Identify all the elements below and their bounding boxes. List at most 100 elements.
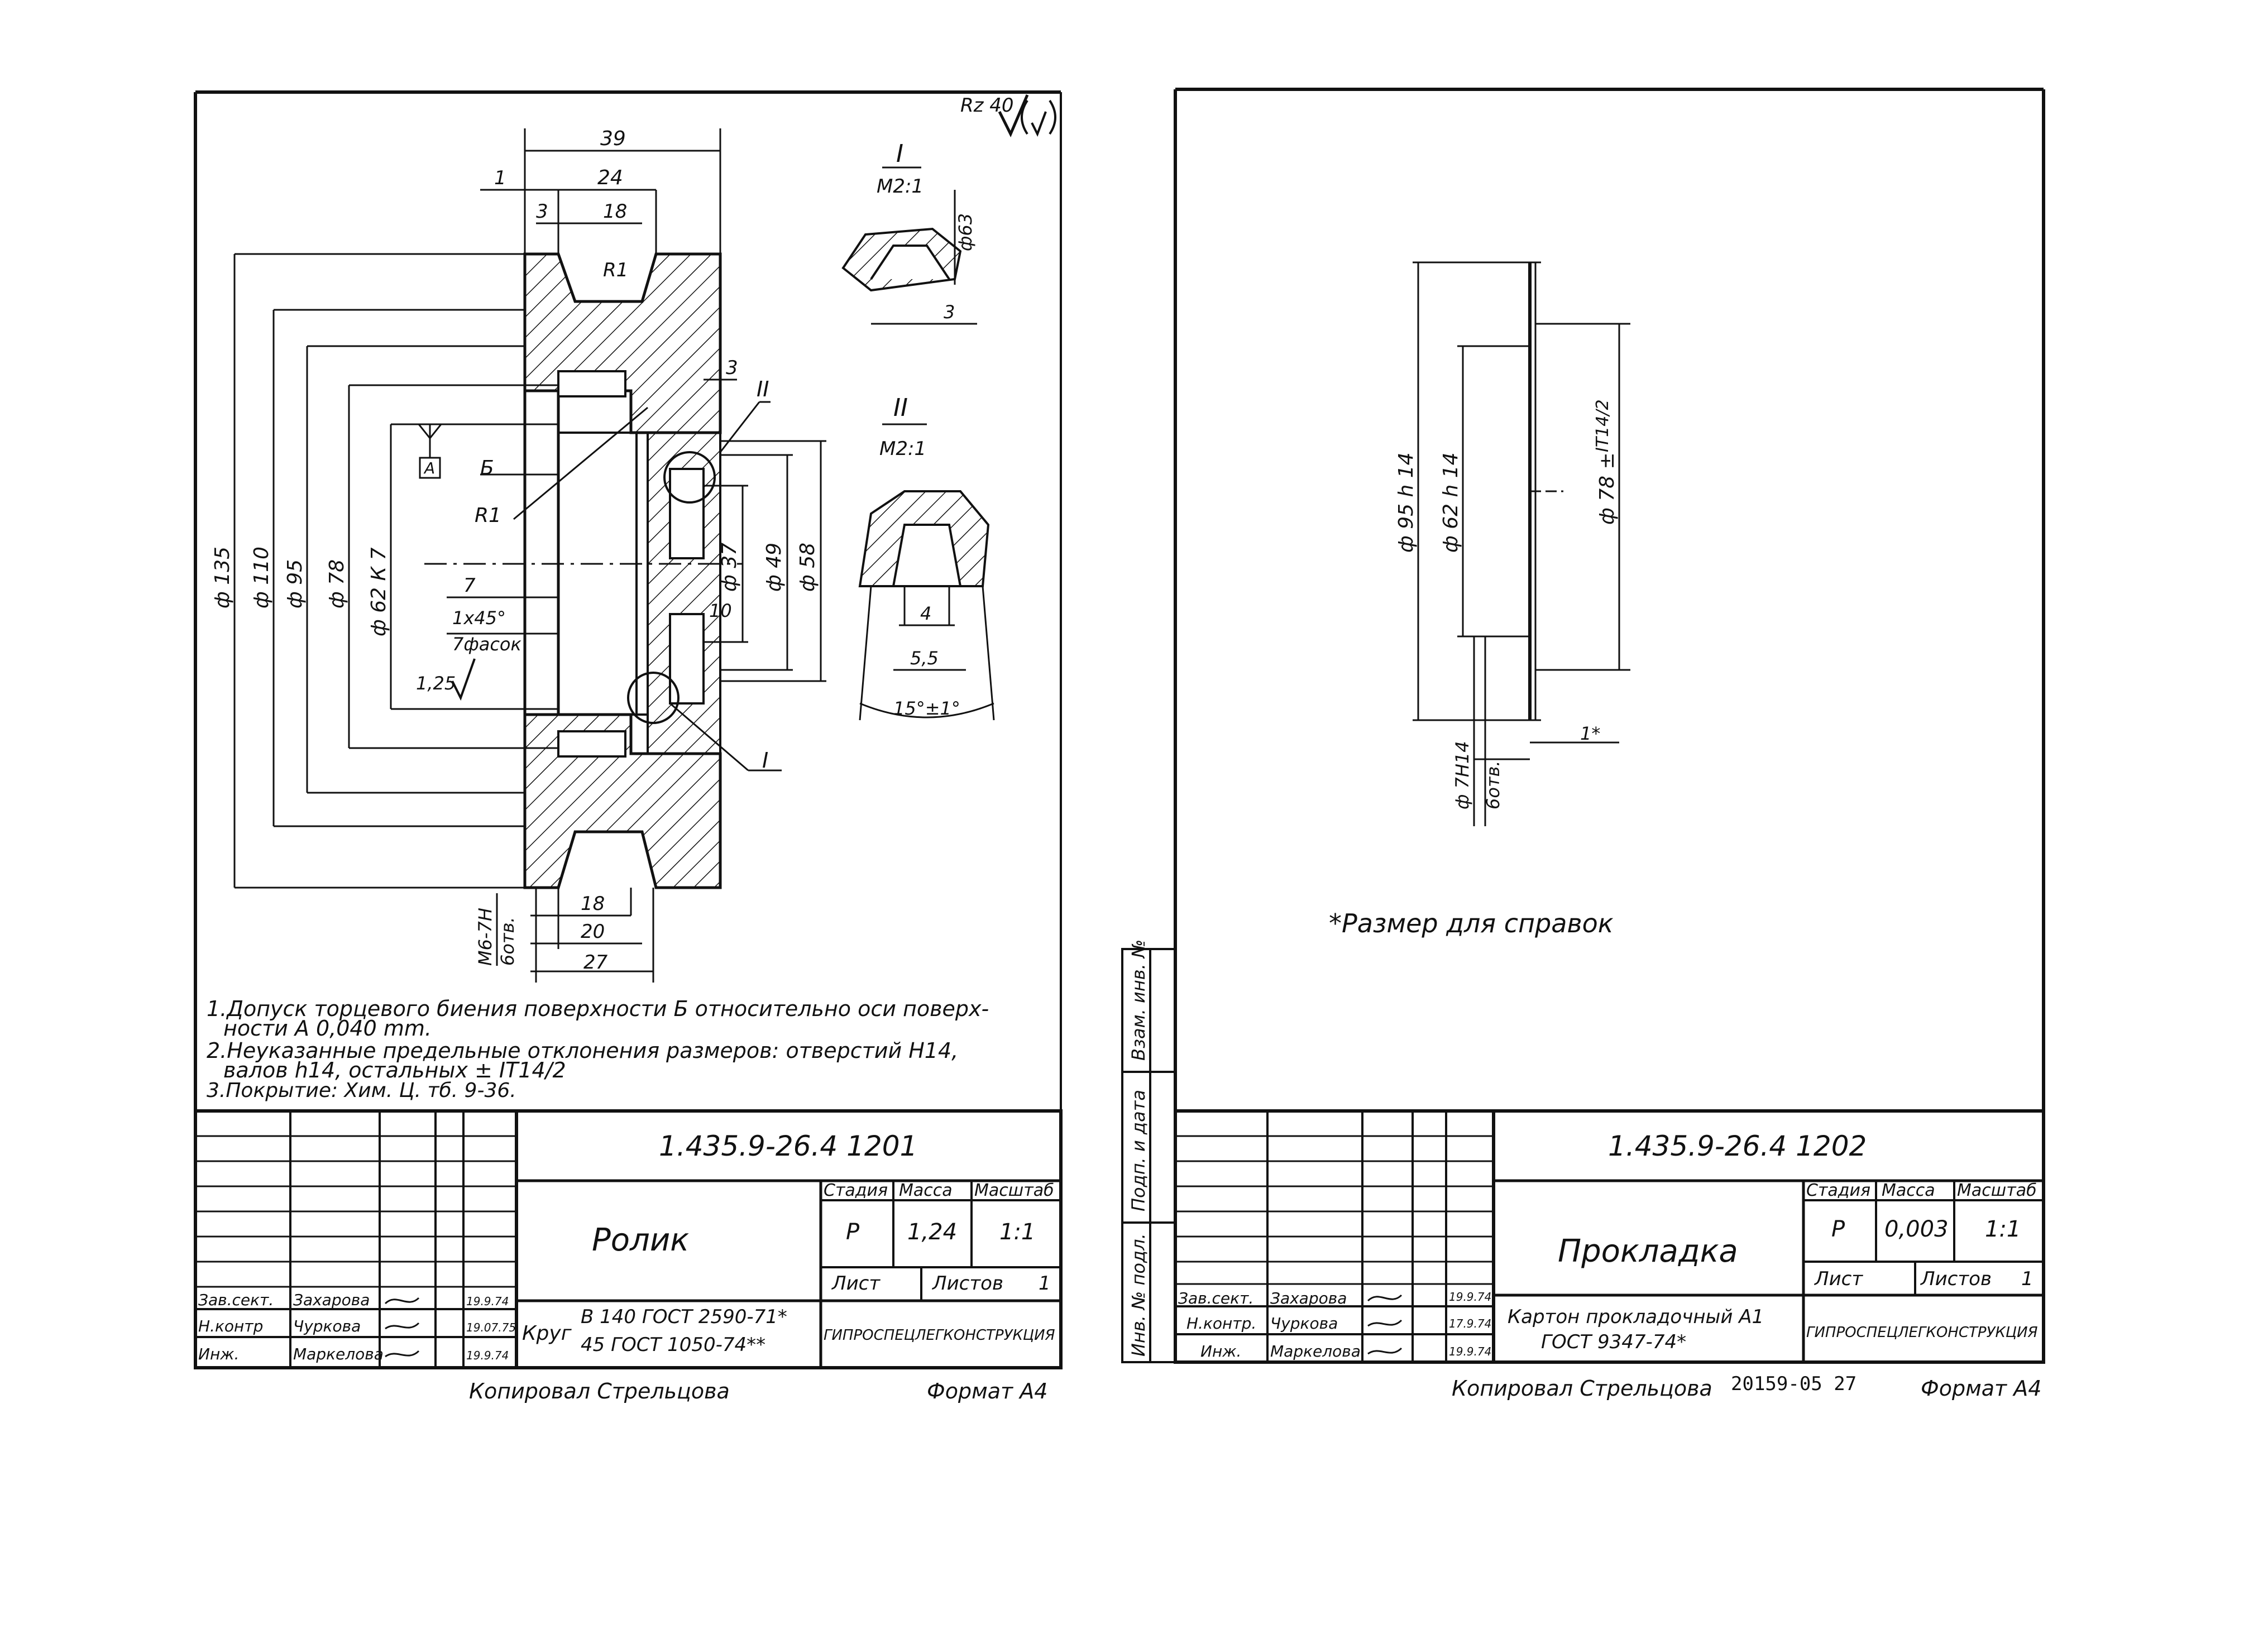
dim-gasket-thickness: 1* — [1580, 723, 1600, 744]
right-scale-header: Масштаб — [1957, 1181, 2037, 1200]
detail-I-title: I — [896, 140, 903, 168]
dim-18-bottom: 18 — [581, 893, 605, 915]
detail-I-dim3: 3 — [944, 301, 955, 323]
datum-a-box — [419, 457, 441, 479]
left-date-2: 19.07.75 — [466, 1321, 516, 1334]
left-scale: 1:1 — [999, 1219, 1035, 1245]
right-sheets-header: Листов — [1920, 1268, 1992, 1290]
right-stage: Р — [1831, 1216, 1845, 1242]
right-date-1: 19.9.74 — [1449, 1290, 1491, 1304]
dim-18-top: 18 — [603, 200, 627, 223]
right-role-2: Н.контр. — [1186, 1314, 1256, 1333]
left-role-3: Инж. — [198, 1345, 239, 1363]
dim-r1-groove: R1 — [603, 259, 628, 281]
right-name-3: Маркелова — [1270, 1342, 1361, 1360]
dim-gasket-d78: ф 78 ± — [1596, 452, 1619, 525]
detail-I: I М2:1 ф63 3 — [841, 140, 977, 325]
left-sheet-header: Лист — [831, 1272, 881, 1295]
dim-d78: ф 78 — [326, 559, 348, 609]
right-material-2: ГОСТ 9347-74* — [1541, 1331, 1686, 1353]
left-signatures — [384, 1297, 420, 1358]
roughness-mark: Rz 40 — [960, 94, 1014, 117]
right-name-2: Чуркова — [1270, 1314, 1338, 1333]
right-title-block — [1174, 1109, 2045, 1364]
reference-note: *Размер для справок — [1329, 908, 1614, 938]
detail-II-dim4: 4 — [920, 603, 931, 624]
dim-10: 10 — [709, 600, 732, 621]
right-role-3: Инж. — [1200, 1342, 1241, 1360]
dim-gasket-d62: ф 62 h 14 — [1439, 452, 1462, 553]
right-copied-by: Копировал Стрельцова — [1452, 1376, 1712, 1401]
detail-I-marker — [627, 672, 680, 724]
right-role-1: Зав.сект. — [1178, 1289, 1253, 1307]
mark-b: Б — [480, 457, 494, 480]
note-line-1: 1.Допуск торцевого биения поверхности Б … — [207, 996, 989, 1021]
right-part-name: Прокладка — [1558, 1233, 1738, 1269]
left-name-2: Чуркова — [293, 1317, 361, 1335]
right-signatures — [1367, 1294, 1403, 1355]
dim-gasket-d7: ф 7Н14 — [1452, 741, 1473, 809]
right-mass: 0,003 — [1884, 1216, 1949, 1242]
dim-d49: ф 49 — [763, 543, 786, 592]
right-date-2: 17.9.74 — [1449, 1317, 1491, 1330]
dim-d62: ф 62 К 7 — [367, 548, 390, 636]
detail-II-marker — [663, 451, 716, 504]
right-date-3: 19.9.74 — [1449, 1345, 1491, 1358]
right-format: Формат А4 — [1921, 1376, 2041, 1401]
left-material-1: В 140 ГОСТ 2590-71* — [581, 1306, 787, 1328]
note-line-4: валов h14, остальных ± IT14/2 — [223, 1058, 566, 1082]
note-line-3: 2.Неуказанные предельные отклонения разм… — [207, 1038, 958, 1063]
roller-section — [424, 252, 743, 889]
dim-chamfer-note: 7фасок — [452, 634, 522, 655]
right-stamp: 20159-05 27 — [1731, 1373, 1856, 1395]
detail-II-angle: 15°±1° — [893, 698, 960, 719]
side-label-inv: Инв. № подл. — [1128, 1233, 1149, 1357]
left-org: ГИПРОСПЕЦЛЕГКОНСТРУКЦИЯ — [824, 1327, 1055, 1344]
left-copied-by: Копировал Стрельцова — [469, 1379, 730, 1403]
right-scale: 1:1 — [1985, 1216, 2021, 1242]
left-material-prefix: Круг — [522, 1322, 572, 1345]
mark-II: II — [757, 377, 769, 401]
right-material-1: Картон прокладочный А1 — [1508, 1306, 1764, 1328]
left-role-2: Н.контр — [198, 1317, 263, 1335]
technical-notes: 1.Допуск торцевого биения поверхности Б … — [207, 996, 989, 1102]
dim-chamfer: 1x45° — [452, 607, 506, 629]
note-line-5: 3.Покрытие: Хим. Ц. тб. 9-36. — [207, 1079, 516, 1102]
left-mass-header: Масса — [899, 1181, 953, 1200]
dim-r1-inner: R1 — [475, 504, 501, 527]
mark-a: A — [423, 459, 435, 477]
note-line-2: ности А 0,040 mm. — [223, 1016, 432, 1041]
left-scale-header: Масштаб — [974, 1181, 1054, 1200]
dim-7: 7 — [463, 574, 476, 597]
right-doc-number: 1.435.9-26.4 1202 — [1608, 1130, 1867, 1162]
dim-1: 1 — [494, 167, 506, 189]
left-date-1: 19.9.74 — [466, 1295, 509, 1308]
dim-d135: ф 135 — [211, 547, 234, 609]
detail-II: II М2:1 4 5,5 15°±1° — [858, 394, 995, 721]
dim-d58: ф 58 — [796, 543, 819, 592]
detail-II-scale: М2:1 — [879, 438, 926, 460]
dim-thread: М6-7Н — [475, 908, 496, 966]
detail-I-scale: М2:1 — [877, 175, 924, 198]
gasket-section — [1413, 261, 1630, 826]
detail-I-d63: ф63 — [955, 213, 976, 251]
right-sheet-header: Лист — [1814, 1268, 1863, 1290]
right-mass-header: Масса — [1882, 1181, 1935, 1200]
left-part-name: Ролик — [592, 1222, 689, 1258]
left-date-3: 19.9.74 — [466, 1349, 509, 1362]
right-sheets-count: 1 — [2021, 1268, 2033, 1290]
left-mass: 1,24 — [907, 1219, 957, 1245]
dim-gasket-d95: ф 95 h 14 — [1395, 452, 1418, 553]
dim-3-top: 3 — [536, 200, 548, 223]
dim-gasket-holes: 6отв. — [1482, 760, 1504, 809]
dim-24: 24 — [597, 166, 623, 189]
left-sheet: Rz 40 — [194, 90, 1063, 1403]
detail-II-dim55: 5,5 — [910, 648, 939, 669]
left-title-block — [194, 1109, 1063, 1369]
dim-thread-holes: 6отв. — [497, 917, 518, 966]
left-name-1: Захарова — [293, 1291, 370, 1309]
detail-II-title: II — [893, 394, 908, 422]
left-sheets-header: Листов — [931, 1272, 1003, 1295]
dim-27: 27 — [583, 951, 608, 974]
